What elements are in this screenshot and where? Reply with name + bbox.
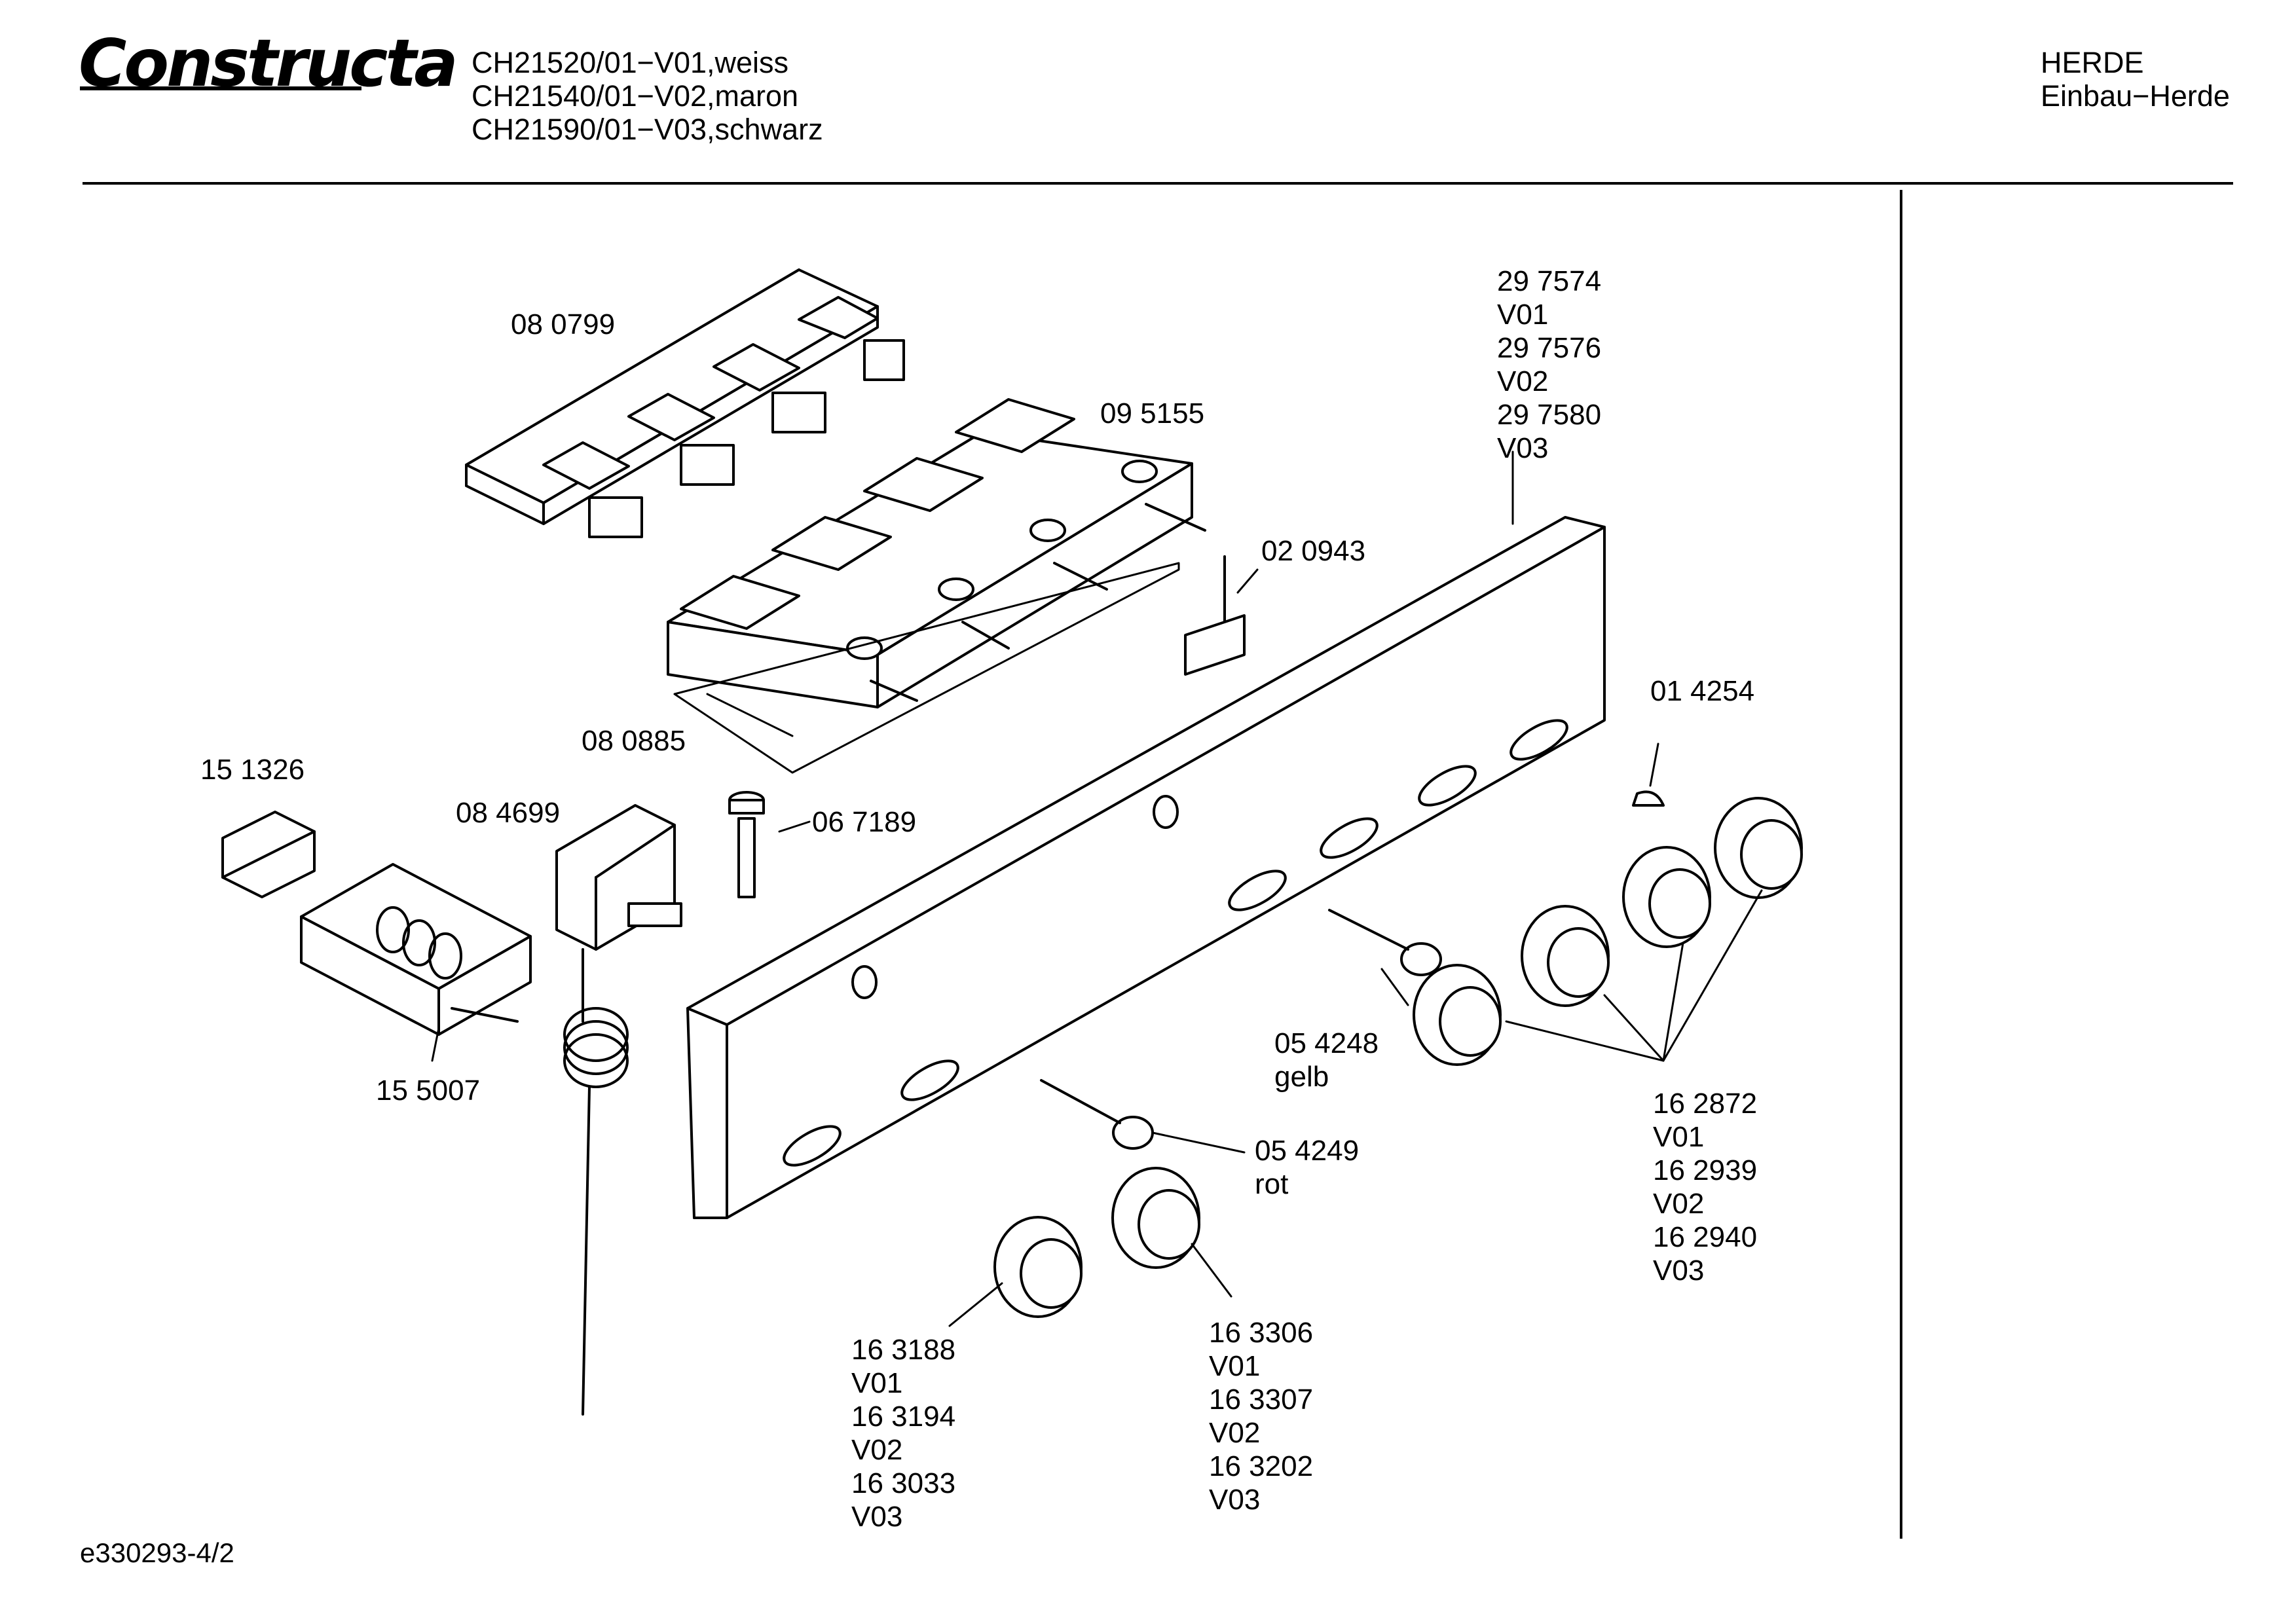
subcategory-label: Einbau−Herde bbox=[2041, 79, 2230, 113]
label-084699: 08 4699 bbox=[456, 797, 561, 829]
switch-block-095155-drawing bbox=[667, 398, 1206, 774]
bushing-067189-drawing bbox=[728, 791, 765, 898]
label-163033-variant: V03 bbox=[851, 1501, 903, 1533]
label-lamp-rot: 05 4249 rot bbox=[1255, 1134, 1359, 1201]
part-014254-drawing bbox=[1632, 790, 1665, 807]
header-rule bbox=[83, 182, 2233, 185]
label-panel-partnumbers: 29 7574 V01 29 7576 V02 29 7580 V03 bbox=[1497, 265, 1601, 465]
label-054248-color: gelb bbox=[1274, 1061, 1329, 1093]
label-297576-variant: V02 bbox=[1497, 365, 1549, 397]
pilot-lamp-054249-drawing bbox=[1040, 1079, 1154, 1150]
label-162939: 16 2939 bbox=[1653, 1154, 1758, 1186]
label-151326: 15 1326 bbox=[200, 754, 305, 786]
model-line-1: CH21520/01−V01,weiss bbox=[472, 46, 789, 79]
label-162940: 16 2940 bbox=[1653, 1221, 1758, 1253]
label-095155: 09 5155 bbox=[1100, 397, 1205, 430]
control-panel-297574-drawing bbox=[686, 516, 1606, 1219]
category-label: HERDE bbox=[2041, 46, 2144, 79]
model-list: CH21520/01−V01,weiss CH21540/01−V02,maro… bbox=[472, 46, 823, 146]
model-line-3: CH21590/01−V03,schwarz bbox=[472, 113, 823, 146]
label-067189: 06 7189 bbox=[812, 806, 917, 838]
label-163033: 16 3033 bbox=[851, 1467, 956, 1499]
label-054249-color: rot bbox=[1255, 1168, 1289, 1200]
label-knob-lower-left: 16 3188 V01 16 3194 V02 16 3033 V03 bbox=[851, 1333, 955, 1533]
label-163202-variant: V03 bbox=[1209, 1484, 1261, 1516]
label-054248: 05 4248 bbox=[1274, 1027, 1379, 1059]
label-020943: 02 0943 bbox=[1261, 535, 1366, 567]
label-297574: 29 7574 bbox=[1497, 265, 1602, 297]
label-163307: 16 3307 bbox=[1209, 1383, 1314, 1416]
label-162940-variant: V03 bbox=[1653, 1255, 1705, 1287]
label-297580-variant: V03 bbox=[1497, 432, 1549, 464]
ignition-part-020943-drawing bbox=[1184, 555, 1246, 676]
thermostat-084699-drawing bbox=[555, 804, 682, 1416]
label-054249: 05 4249 bbox=[1255, 1135, 1360, 1167]
label-163306-variant: V01 bbox=[1209, 1350, 1261, 1382]
label-080885: 08 0885 bbox=[582, 725, 686, 757]
side-rule bbox=[1900, 190, 1902, 1539]
label-163306: 16 3306 bbox=[1209, 1317, 1314, 1349]
knob-upper-row-drawing bbox=[1413, 797, 1803, 1066]
appliance-type: HERDE Einbau−Herde bbox=[2041, 46, 2230, 113]
label-162939-variant: V02 bbox=[1653, 1188, 1705, 1220]
label-knob-lower-right: 16 3306 V01 16 3307 V02 16 3202 V03 bbox=[1209, 1316, 1313, 1516]
bracket-080799-drawing bbox=[465, 268, 905, 538]
label-297574-variant: V01 bbox=[1497, 299, 1549, 331]
label-080799: 08 0799 bbox=[511, 308, 616, 340]
selector-switch-155007-drawing bbox=[300, 863, 532, 1036]
document-id: e330293-4/2 bbox=[80, 1537, 234, 1568]
knob-lower-row-drawing bbox=[993, 1167, 1200, 1318]
label-155007: 15 5007 bbox=[376, 1074, 481, 1107]
label-297576: 29 7576 bbox=[1497, 332, 1602, 364]
leader-lines bbox=[431, 450, 1763, 1327]
brand-logo-underline bbox=[80, 86, 361, 90]
label-163202: 16 3202 bbox=[1209, 1450, 1314, 1482]
label-162872-variant: V01 bbox=[1653, 1121, 1705, 1153]
label-163194-variant: V02 bbox=[851, 1434, 903, 1466]
clip-151326-drawing bbox=[221, 811, 316, 898]
pilot-lamp-054248-drawing bbox=[1328, 909, 1442, 976]
label-163307-variant: V02 bbox=[1209, 1417, 1261, 1449]
label-knobs-upper: 16 2872 V01 16 2939 V02 16 2940 V03 bbox=[1653, 1087, 1757, 1287]
label-162872: 16 2872 bbox=[1653, 1088, 1758, 1120]
label-163188-variant: V01 bbox=[851, 1367, 903, 1399]
label-014254: 01 4254 bbox=[1650, 675, 1755, 707]
label-297580: 29 7580 bbox=[1497, 399, 1602, 431]
model-line-2: CH21540/01−V02,maron bbox=[472, 79, 799, 113]
label-163188: 16 3188 bbox=[851, 1334, 956, 1366]
label-163194: 16 3194 bbox=[851, 1401, 956, 1433]
label-lamp-gelb: 05 4248 gelb bbox=[1274, 1027, 1379, 1093]
